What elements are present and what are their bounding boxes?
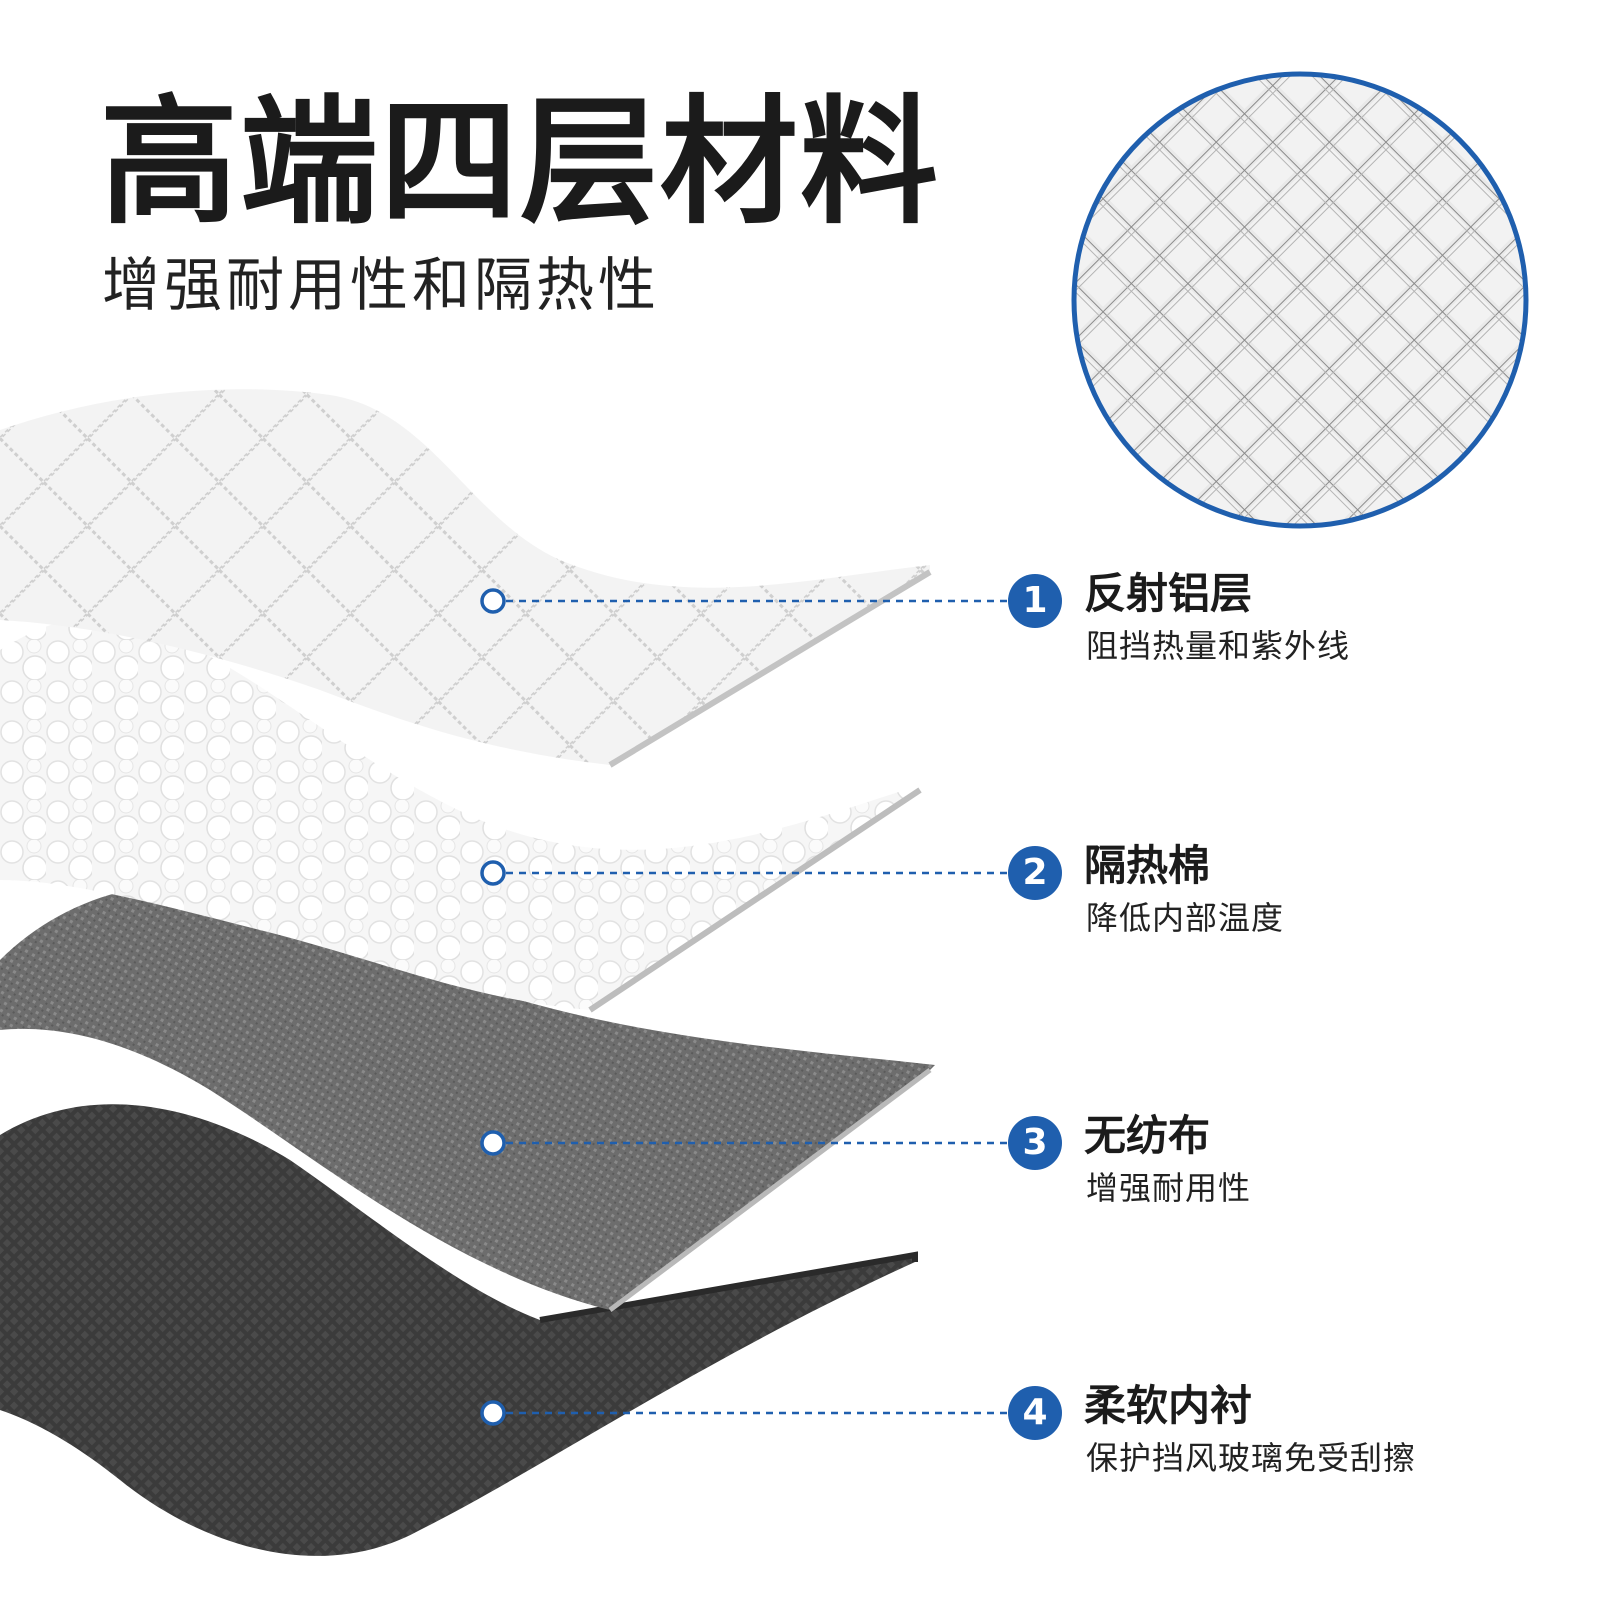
number-badge: 2	[1008, 846, 1062, 900]
layer-title: 柔软内衬	[1084, 1381, 1253, 1430]
number-badge: 3	[1008, 1116, 1062, 1170]
layer-description: 增强耐用性	[1086, 1169, 1252, 1207]
page-subtitle: 增强耐用性和隔热性	[102, 251, 661, 319]
layer-3-sheet	[0, 883, 935, 1312]
leader-lines	[506, 599, 1008, 1415]
layer-2-sheet	[0, 616, 922, 1013]
layer-description: 阻挡热量和紫外线	[1086, 627, 1351, 665]
layer-title: 反射铝层	[1084, 569, 1253, 618]
texture-zoom-circle	[1071, 71, 1529, 529]
layer-description: 降低内部温度	[1086, 899, 1285, 937]
number-badge: 4	[1008, 1386, 1062, 1440]
leader-dots	[480, 588, 506, 1426]
layer-title: 无纺布	[1084, 1111, 1211, 1160]
layer-description: 保护挡风玻璃免受刮擦	[1086, 1439, 1417, 1477]
layer-title: 隔热棉	[1084, 841, 1211, 890]
number-badge: 1	[1008, 574, 1062, 628]
page-title: 高端四层材料	[100, 82, 941, 243]
layer-1-sheet	[0, 389, 932, 768]
layer-4-sheet	[0, 1104, 918, 1556]
